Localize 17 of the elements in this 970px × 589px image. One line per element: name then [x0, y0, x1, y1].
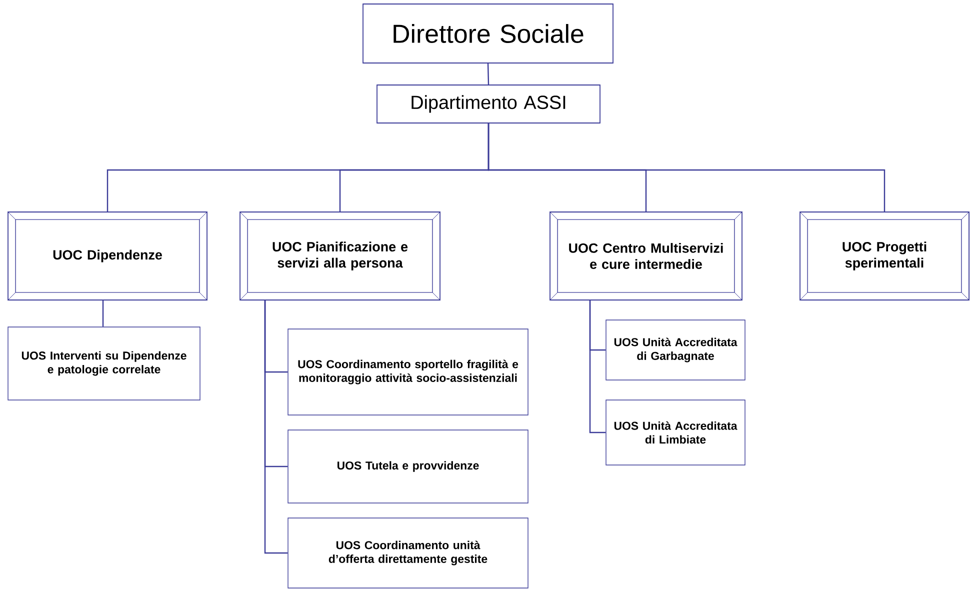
connector-line	[488, 123, 886, 212]
connector-line	[264, 300, 288, 554]
unit-box: UOS Interventi su Dipendenze e patologie correlate	[8, 326, 200, 400]
connector-line	[102, 300, 104, 327]
unit-box: UOC Pianificazione e servizi alla persona	[239, 211, 441, 301]
connector-line	[487, 63, 490, 85]
unit-box: UOS Unità Accreditata di Garbagnate	[606, 320, 746, 380]
unit-box: UOS Coordinamento unità d’offerta direttamente gestite	[288, 518, 528, 588]
unit-box: UOS Tutela e provvidenze	[288, 430, 528, 504]
title-box: Dipartimento ASSI	[376, 84, 600, 124]
unit-box: UOC Dipendenze	[7, 211, 208, 301]
unit-box: UOC Progetti sperimentali	[799, 211, 970, 301]
title-box: Direttore Sociale	[362, 4, 614, 64]
unit-box: UOS Unità Accreditata di Limbiate	[606, 400, 746, 466]
unit-box: UOC Centro Multiservizi e cure intermedie	[549, 211, 743, 301]
unit-box: UOS Coordinamento sportello fragilità e monitoraggio attività socio-assistenziali	[288, 328, 528, 416]
connector-line	[589, 300, 606, 434]
